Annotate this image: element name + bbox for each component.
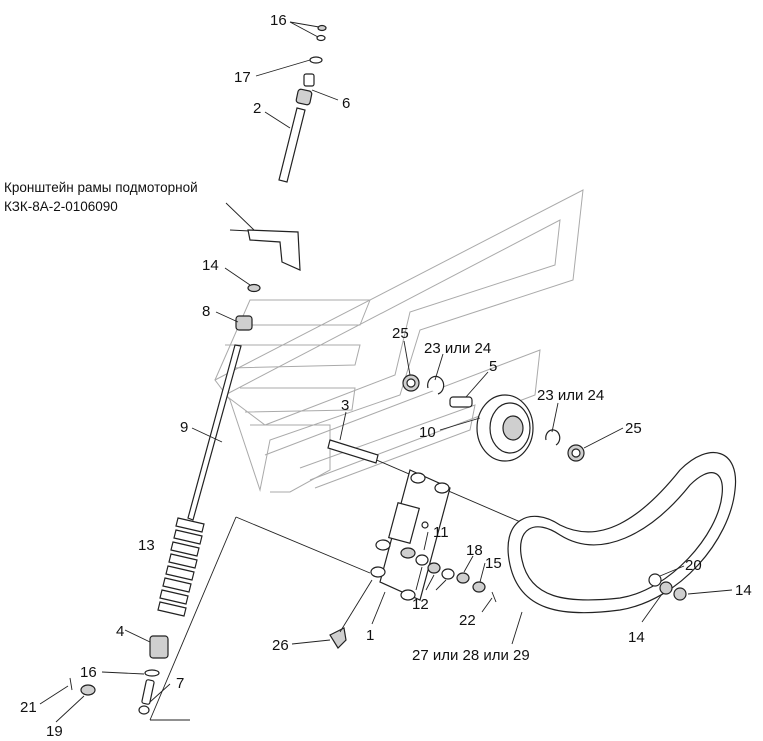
callout-16-top: 16	[270, 12, 287, 29]
callout-5: 5	[489, 358, 497, 375]
bushing-6	[303, 73, 315, 87]
callout-14-upper: 14	[202, 257, 219, 274]
callout-16-lower: 16	[80, 664, 97, 681]
pin-22	[491, 591, 497, 603]
callout-19: 19	[46, 723, 63, 740]
callout-25-right: 25	[625, 420, 642, 437]
right-hardware	[648, 573, 687, 601]
callout-23-right: 23 или 24	[537, 387, 604, 404]
callout-12: 12	[412, 596, 429, 613]
callout-leaders	[39, 21, 733, 723]
callout-14-right: 14	[735, 582, 752, 599]
ring-23-left	[427, 375, 445, 395]
nut-4	[149, 635, 169, 659]
washer-20	[648, 573, 662, 587]
callout-20: 20	[685, 557, 702, 574]
callout-25-left: 25	[392, 325, 409, 342]
callout-14-lower: 14	[628, 629, 645, 646]
axle-3	[327, 439, 379, 464]
nut-8	[235, 315, 253, 331]
nut-15	[472, 581, 486, 593]
callout-23-left: 23 или 24	[424, 340, 491, 357]
washer-14-upper	[247, 283, 261, 293]
washer-12c	[441, 568, 455, 580]
belt-27-28-29	[507, 452, 737, 614]
bushing-6b	[295, 88, 313, 106]
bolt-26	[329, 627, 347, 649]
callout-1: 1	[366, 627, 374, 644]
callout-3: 3	[341, 397, 349, 414]
callout-13: 13	[138, 537, 155, 554]
callout-21: 21	[20, 699, 37, 716]
axle-5	[449, 396, 473, 408]
callout-26: 26	[272, 637, 289, 654]
caption-line2: КЗК-8А-2-0106090	[4, 199, 118, 214]
tensioner-assembly	[327, 374, 585, 649]
callout-10: 10	[419, 424, 436, 441]
washer-16-top	[316, 34, 326, 42]
nut-16-top	[317, 24, 327, 32]
nut-14-right	[673, 587, 687, 601]
caption-line1: Кронштейн рамы подмоторной	[4, 180, 198, 195]
eye-7	[138, 705, 150, 715]
callout-11: 11	[433, 524, 449, 541]
washer-12a	[415, 554, 429, 566]
assembly-lines	[149, 229, 656, 721]
rod-9	[187, 344, 242, 521]
shaft-assembly	[69, 24, 327, 715]
washer-12b	[427, 562, 441, 574]
ring-23-right	[545, 429, 561, 446]
washer-19	[80, 684, 96, 696]
callout-7: 7	[176, 675, 184, 692]
spring-13	[157, 517, 205, 617]
washer-17	[309, 56, 323, 64]
callout-8: 8	[202, 303, 210, 320]
washer-16-lower	[144, 669, 160, 677]
callout-labels: 16 17 6 2 14 8 25 23 или 24 5 3 9 10 23 …	[20, 12, 752, 740]
washer-14-right	[659, 581, 673, 595]
callout-2: 2	[253, 100, 261, 117]
pin-21	[69, 677, 73, 691]
callout-15: 15	[485, 555, 502, 572]
bracket-frame	[247, 229, 301, 271]
bracket-caption: Кронштейн рамы подмоторной КЗК-8А-2-0106…	[4, 180, 255, 231]
rod-2	[278, 107, 306, 183]
callout-18: 18	[466, 542, 483, 559]
washer-18	[456, 572, 470, 584]
callout-4: 4	[116, 623, 124, 640]
callout-27-28-29: 27 или 28 или 29	[412, 647, 530, 664]
callout-22: 22	[459, 612, 476, 629]
pin-7	[141, 679, 155, 705]
callout-6: 6	[342, 95, 350, 112]
callout-17: 17	[234, 69, 251, 86]
callout-9: 9	[180, 419, 188, 436]
